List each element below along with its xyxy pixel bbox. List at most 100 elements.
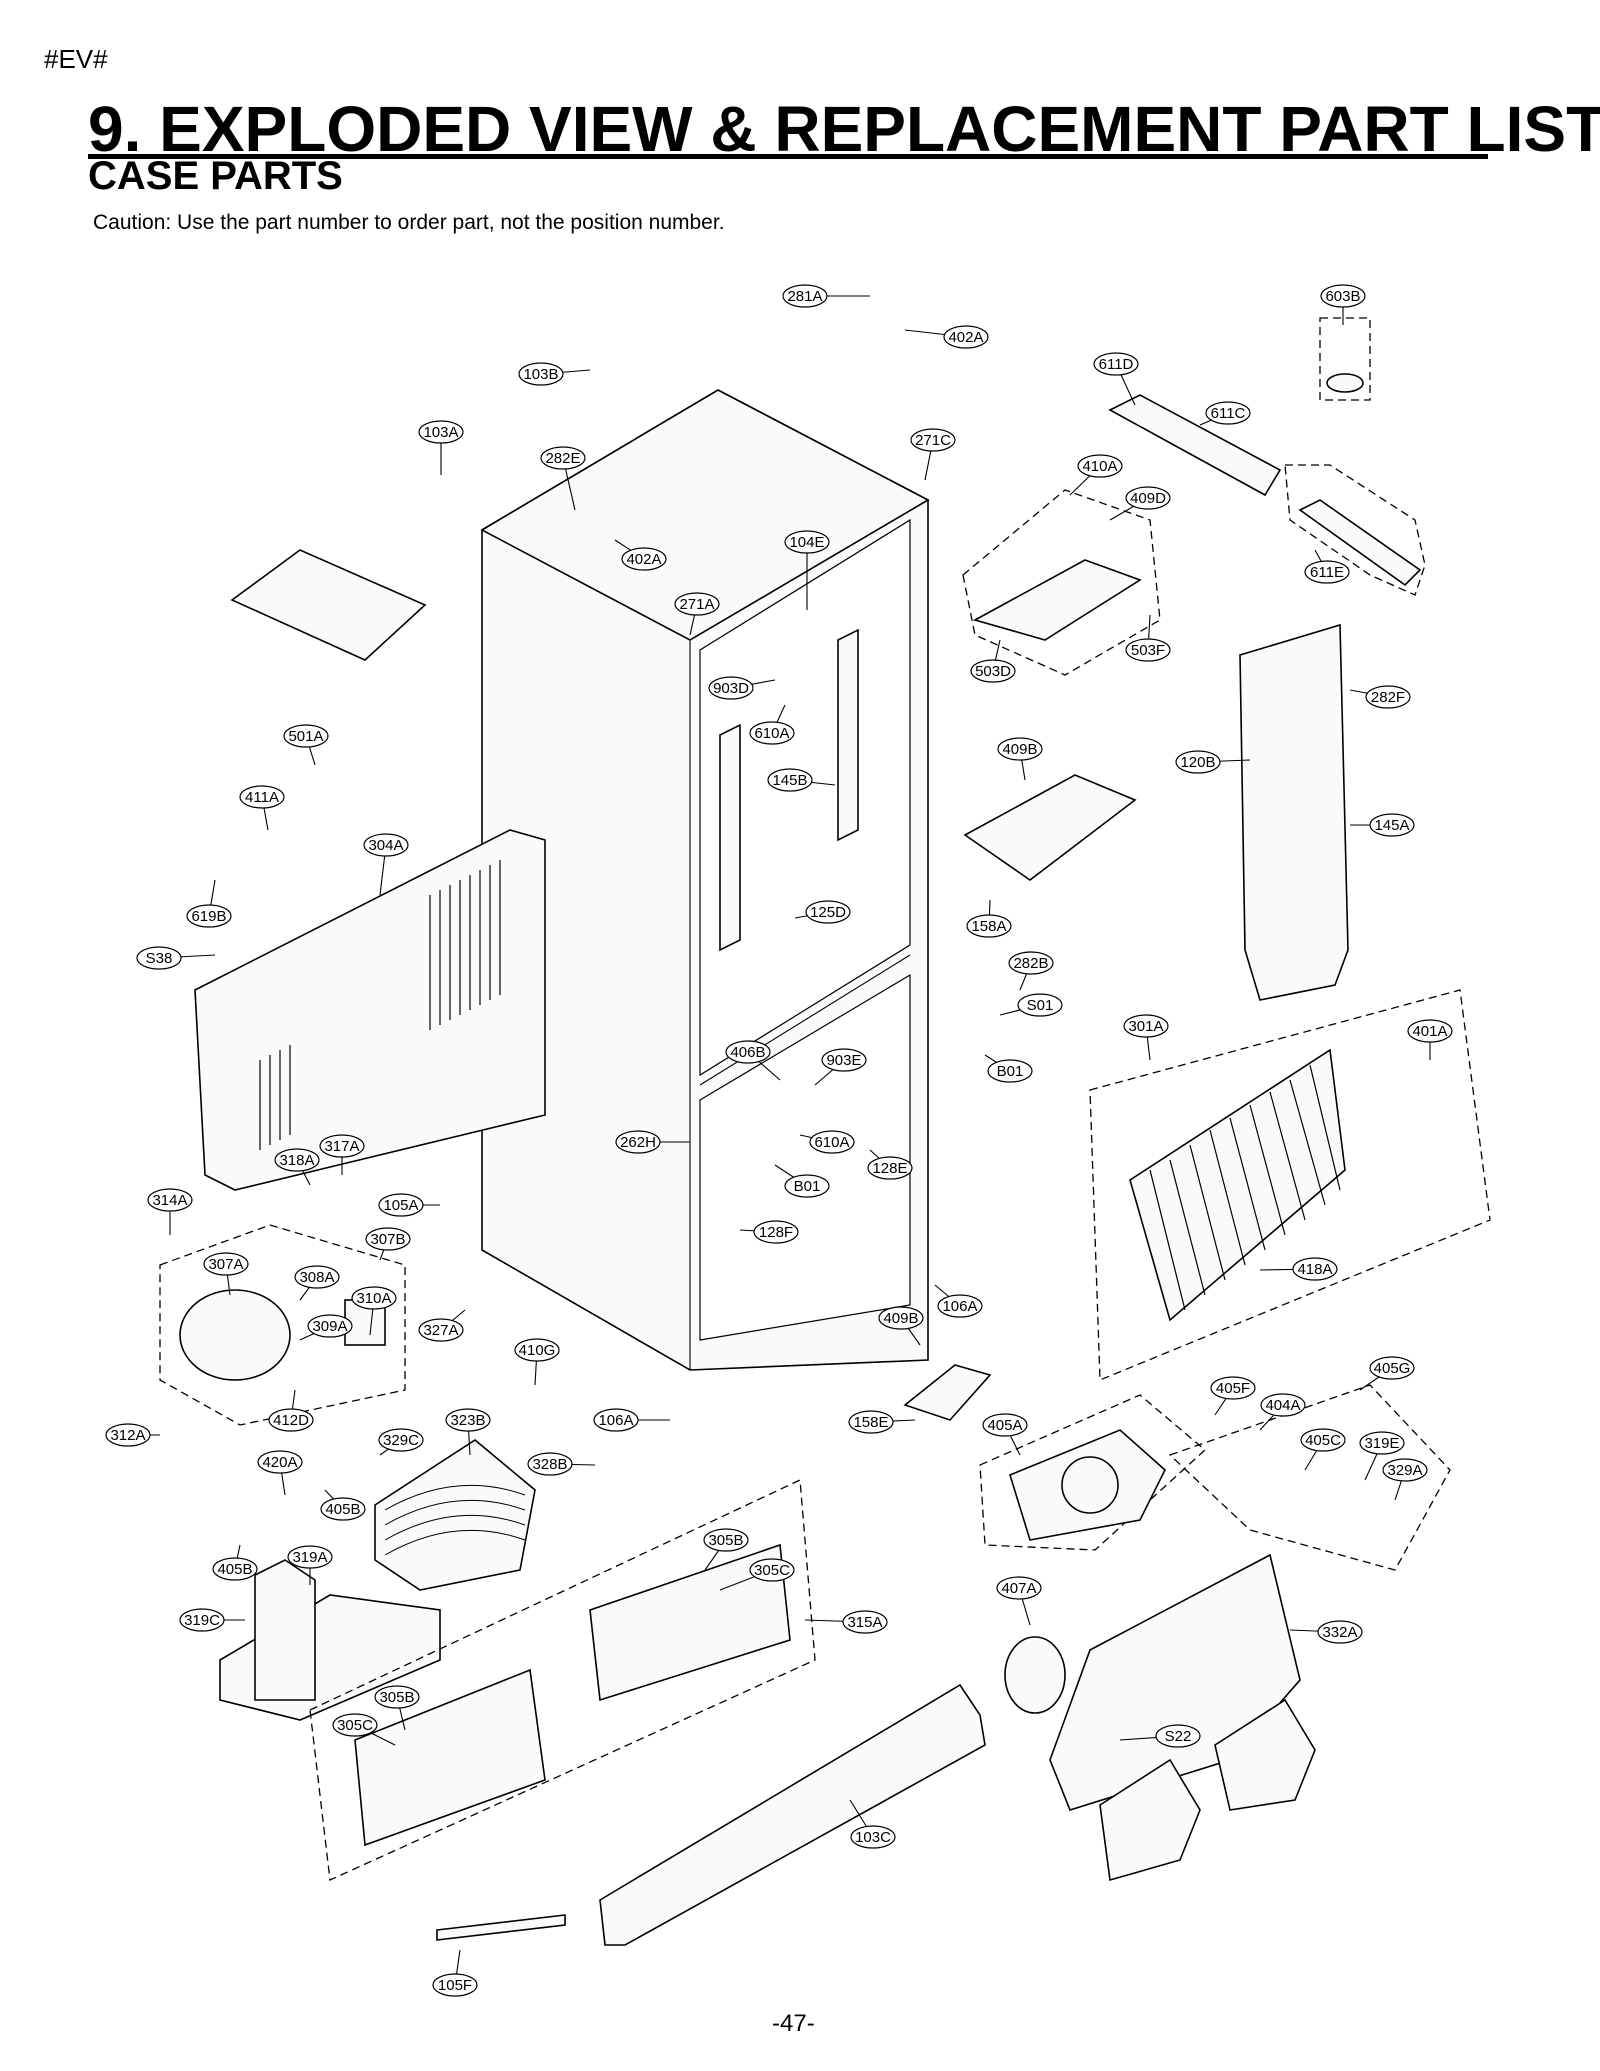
callout-label: 318A	[279, 1152, 314, 1169]
callout-label: 611E	[1310, 564, 1344, 581]
base-plate-drawing	[309, 1479, 816, 1881]
callout-label: 402A	[948, 329, 983, 346]
callout-oval	[970, 659, 1016, 683]
callout-oval	[540, 446, 586, 470]
callout-oval	[1260, 1393, 1306, 1417]
callout-271c: 271C	[910, 428, 956, 452]
callout-oval	[1369, 1356, 1415, 1380]
callout-label: S22	[1165, 1728, 1192, 1745]
callout-oval	[518, 362, 564, 386]
callout-323b: 323B	[445, 1408, 491, 1432]
cabinet-drawing	[480, 389, 930, 1371]
callout-oval	[809, 1130, 855, 1154]
callout-410g: 410G	[514, 1338, 560, 1362]
callout-label: 103B	[523, 366, 558, 383]
callout-label: 404A	[1265, 1397, 1300, 1414]
callout-328b: 328B	[527, 1452, 573, 1476]
callout-oval	[283, 724, 329, 748]
callout-304a: 304A	[363, 833, 409, 857]
callout-oval	[319, 1134, 365, 1158]
callout-oval	[937, 1294, 983, 1318]
callout-oval	[1365, 685, 1411, 709]
callout-s22: S22	[1155, 1724, 1201, 1748]
callout-158a: 158A	[966, 914, 1012, 938]
callout-314a: 314A	[147, 1188, 193, 1212]
callout-oval	[621, 547, 667, 571]
callout-409b: 409B	[878, 1306, 924, 1330]
callout-label: 305B	[379, 1689, 414, 1706]
callout-903d: 903D	[708, 676, 754, 700]
callout-oval	[784, 1174, 830, 1198]
callout-label: 409B	[883, 1310, 918, 1327]
callout-oval	[527, 1452, 573, 1476]
callout-label: 103A	[423, 424, 458, 441]
callout-oval	[749, 721, 795, 745]
callout-label: 327A	[423, 1322, 458, 1339]
section-subtitle: CASE PARTS	[88, 154, 343, 198]
callout-label: B01	[794, 1178, 821, 1195]
callout-319c: 319C	[179, 1608, 225, 1632]
callout-405g: 405G	[1369, 1356, 1415, 1380]
callout-282e: 282E	[540, 446, 586, 470]
callout-oval	[784, 530, 830, 554]
callout-oval	[287, 1545, 333, 1569]
callout-319a: 319A	[287, 1545, 333, 1569]
callout-label: 412D	[273, 1412, 309, 1429]
callout-oval	[179, 1608, 225, 1632]
callout-oval	[1008, 951, 1054, 975]
callout-oval	[1017, 993, 1063, 1017]
callout-310a: 310A	[351, 1286, 397, 1310]
callout-label: 407A	[1001, 1580, 1036, 1597]
callout-305b: 305B	[374, 1685, 420, 1709]
callout-401a: 401A	[1407, 1019, 1453, 1043]
callout-158e: 158E	[848, 1410, 894, 1434]
callout-label: 401A	[1412, 1023, 1447, 1040]
callout-oval	[1300, 1428, 1346, 1452]
callout-label: 503F	[1131, 642, 1165, 659]
fan-motor-drawing	[979, 1384, 1451, 1571]
callout-501a: 501A	[283, 724, 329, 748]
callout-label: 405A	[987, 1417, 1022, 1434]
callout-405b: 405B	[212, 1557, 258, 1581]
callout-oval	[1317, 1620, 1363, 1644]
callout-label: 145B	[772, 772, 807, 789]
callout-label: 405C	[1305, 1432, 1341, 1449]
callout-503d: 503D	[970, 659, 1016, 683]
callout-label: 105F	[438, 1977, 472, 1994]
callout-label: 128F	[759, 1224, 793, 1241]
callout-oval	[982, 1413, 1028, 1437]
callout-oval	[1407, 1019, 1453, 1043]
tube-drawing	[1108, 317, 1426, 596]
callout-106a: 106A	[593, 1408, 639, 1432]
callout-b01: B01	[987, 1059, 1033, 1083]
callout-oval	[239, 785, 285, 809]
callout-oval	[987, 1059, 1033, 1083]
callout-oval	[753, 1220, 799, 1244]
callout-label: 314A	[152, 1192, 187, 1209]
callout-oval	[782, 284, 828, 308]
callout-oval	[1359, 1431, 1405, 1455]
callout-label: 158A	[971, 918, 1006, 935]
callout-319e: 319E	[1359, 1431, 1405, 1455]
duct-drawing	[1239, 623, 1349, 1001]
callout-103a: 103A	[418, 420, 464, 444]
callout-407a: 407A	[996, 1576, 1042, 1600]
callout-oval	[1093, 352, 1139, 376]
callout-305c: 305C	[749, 1558, 795, 1582]
callout-label: 411A	[245, 789, 279, 806]
callout-label: 405G	[1374, 1360, 1411, 1377]
callout-610a: 610A	[749, 721, 795, 745]
shelf-drawing	[903, 489, 1161, 1421]
callout-610a: 610A	[809, 1130, 855, 1154]
callout-309a: 309A	[307, 1314, 353, 1338]
callout-oval	[432, 1973, 478, 1997]
callout-oval	[378, 1428, 424, 1452]
callout-106a: 106A	[937, 1294, 983, 1318]
callout-104e: 104E	[784, 530, 830, 554]
callout-409b: 409B	[997, 737, 1043, 761]
callout-oval	[418, 1318, 464, 1342]
callout-label: 619B	[191, 908, 226, 925]
callout-label: 402A	[626, 551, 661, 568]
callout-282f: 282F	[1365, 685, 1411, 709]
